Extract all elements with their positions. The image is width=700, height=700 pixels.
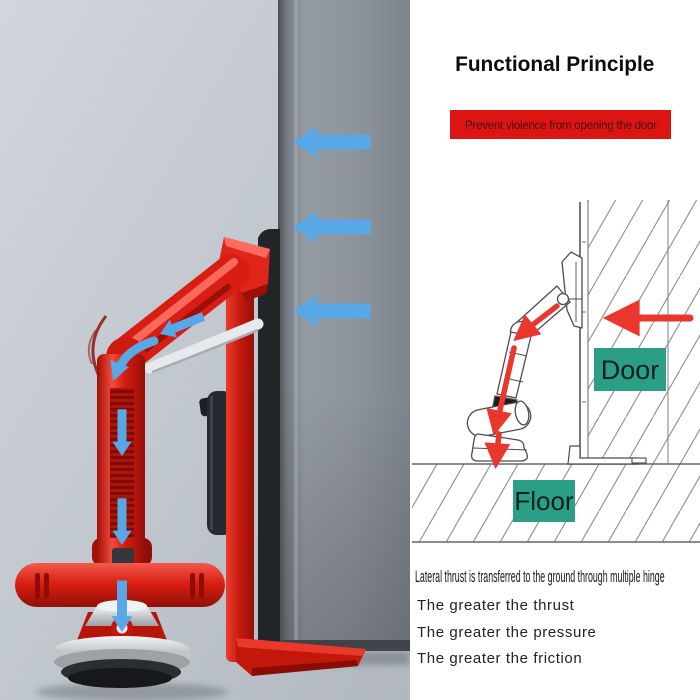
svg-text:Floor: Floor — [514, 486, 574, 516]
warning-banner: Prevent violence from opening the door — [450, 110, 671, 139]
diagram-bracket-pad — [631, 457, 647, 464]
diagram-door-section — [579, 200, 700, 464]
benefit-line-thrust: The greater the thrust — [417, 597, 575, 614]
thrust-arrow-leg-icon — [487, 345, 517, 432]
rotation-arc-icon — [87, 315, 108, 377]
svg-text:Door: Door — [601, 355, 660, 385]
door-label: Door — [594, 348, 666, 391]
floor-label: Floor — [513, 480, 575, 522]
bottom-clamp — [236, 638, 366, 676]
thrust-arrow-floor-icon — [488, 431, 506, 464]
benefit-line-friction: The greater the friction — [417, 650, 583, 667]
product-photo — [0, 0, 410, 700]
chrome-foot — [36, 600, 228, 700]
thrust-arrow-arm-icon — [513, 303, 560, 344]
warning-banner-text: Prevent violence from opening the door — [464, 117, 657, 132]
door-edge-gasket — [258, 229, 280, 648]
info-panel: Functional Principle Prevent violence fr… — [410, 0, 700, 700]
diagram-device-sketch — [466, 251, 583, 465]
threaded-column — [92, 354, 152, 570]
security-device — [15, 229, 366, 700]
chrome-strut — [144, 318, 264, 374]
benefit-line-pressure: The greater the pressure — [417, 624, 597, 641]
door-slab — [262, 0, 410, 665]
thrust-arrow-door-icon — [613, 307, 694, 329]
page-title: Functional Principle — [455, 52, 655, 76]
principle-diagram: Door Floor — [412, 200, 700, 543]
caption-text: Lateral thrust is transferred to the gro… — [415, 567, 665, 586]
device-back-strip — [226, 246, 254, 662]
